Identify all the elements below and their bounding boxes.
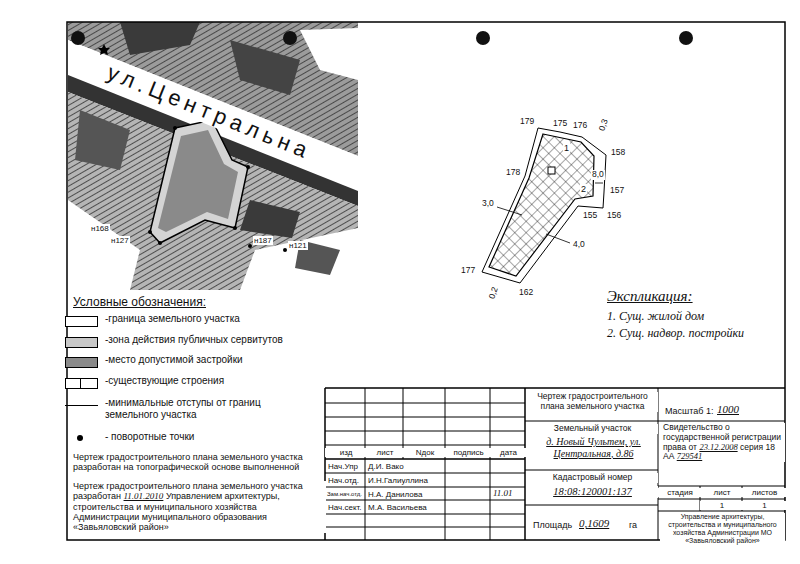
legend-text: -существующие строения [104, 375, 225, 387]
legend-swatch [65, 337, 98, 348]
table-header: лист [365, 448, 405, 457]
street-name: ул.Центральна [103, 59, 317, 165]
handwritten-value: 1000 [716, 403, 740, 416]
table-cell: Управление архитектуры, строительства и … [660, 513, 785, 545]
table-cell: Земельный участок [527, 424, 658, 434]
note-block: Чертеж градостроительного плана земельно… [72, 481, 326, 533]
point-label: н121 [288, 241, 308, 250]
table-cell: Кадастровый номер [527, 473, 658, 483]
legend-dot [77, 435, 83, 441]
legend-text: -граница земельного участка [104, 313, 241, 325]
legend-text: -место допустимой застройки [104, 354, 244, 366]
legend-text: -минимальные отступы от границ земельног… [104, 397, 291, 420]
legend-swatch [65, 378, 98, 389]
handwritten-value: 23.12.2008 [699, 442, 737, 452]
table-header: Nдок [403, 448, 447, 457]
swatch-divider [80, 379, 81, 388]
point-number: 155 [582, 211, 598, 221]
point-number: 176 [572, 121, 588, 131]
table-cell: Д.И. Вако [367, 462, 405, 471]
table-header: изд [325, 448, 367, 457]
point-label: н168 [90, 224, 110, 233]
table-cell: М.А. Васильева [367, 503, 428, 512]
handwritten-value: д. Новый Чультем, ул. Центральная, д.86 [530, 436, 657, 459]
table-header: стадия [658, 488, 702, 497]
topo-map [68, 22, 358, 290]
point-number: 157 [609, 186, 625, 196]
callout-number: 2 [580, 184, 587, 194]
legend-title: Условные обозначения: [72, 296, 207, 310]
table-cell: Чертеж градостроительного плана земельно… [527, 392, 658, 412]
legend-text: -зона действия публичных сервитутов [104, 334, 284, 346]
table-cell: Н.А. Данилова [367, 490, 423, 499]
handwritten-value: 18:08:120001:137 [527, 486, 658, 498]
table-header: листов [742, 488, 787, 497]
legend-text: - поворотные точки [104, 431, 195, 443]
point-number: 175 [552, 119, 568, 129]
table-header: лист [700, 488, 744, 497]
point-number: 162 [518, 288, 534, 298]
table-cell: га [628, 520, 638, 530]
point-number: 158 [610, 148, 626, 158]
point-label: н187 [253, 236, 273, 245]
point-number: 178 [505, 168, 521, 178]
note-block: Свидетельство о государственной регистра… [662, 423, 785, 462]
point-label: н127 [110, 236, 130, 245]
table-header: подпись [445, 448, 492, 457]
handwritten-value: 0,1609 [578, 517, 610, 530]
note-text: Чертеж градостроительного плана земельно… [72, 452, 324, 473]
dimension: 3,0 [481, 199, 495, 209]
table-cell: И.Н.Галиуллина [367, 476, 429, 485]
point-number: 156 [606, 211, 622, 221]
callout-number: 1 [563, 143, 570, 153]
handwritten-date: 11.01 [492, 488, 514, 498]
legend-line [65, 405, 98, 406]
plot-outline [482, 128, 606, 283]
handwritten-value: 729541 [677, 451, 703, 461]
point-number: 179 [519, 117, 535, 127]
table-cell: Площадь [532, 520, 573, 530]
dimension: 0,2 [487, 285, 501, 301]
table-cell: Нач.отд. [327, 476, 360, 485]
explication-title: Экспликация: [606, 288, 694, 305]
table-cell: Зам.нач.отд. [326, 491, 363, 498]
legend-swatch [65, 357, 98, 368]
table-cell: Нач.Упр [327, 462, 359, 471]
table-cell: 1 [700, 501, 744, 510]
point-number: 177 [460, 266, 476, 276]
dimension: 4,0 [572, 240, 586, 250]
table-cell: 1 [742, 501, 787, 510]
dimension: 8,0 [591, 170, 605, 180]
handwritten-date: 11.01.2010 [124, 491, 164, 501]
explication-item: 2. Сущ. надвор. постройки [606, 327, 748, 341]
table-cell: Нач.сект. [327, 503, 362, 512]
table-cell: Масштаб 1: [664, 406, 715, 416]
table-header: дата [490, 448, 527, 457]
legend-swatch [65, 316, 98, 327]
explication-item: 1. Сущ. жилой дом [606, 310, 705, 324]
dimension: 0,3 [597, 117, 611, 133]
